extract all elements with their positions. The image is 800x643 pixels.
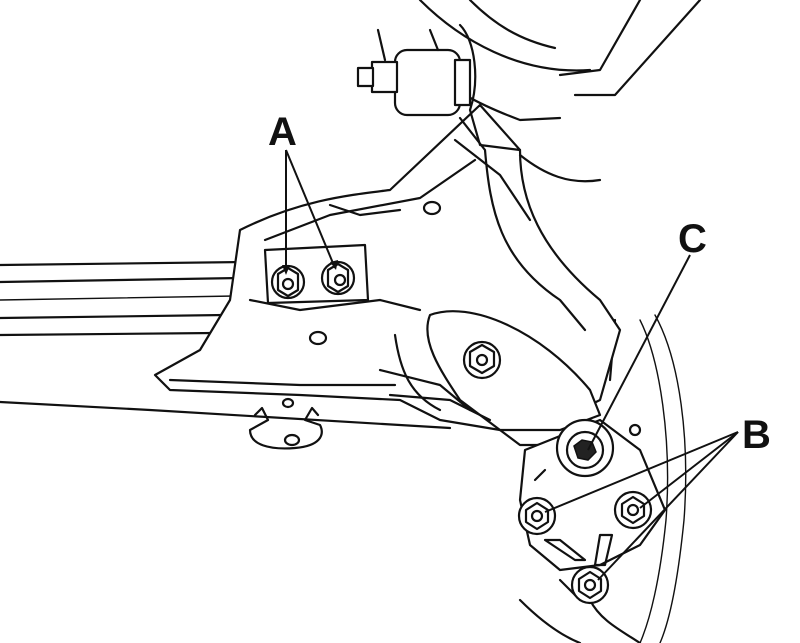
upper-bushing	[356, 23, 522, 152]
bolt-b-left	[517, 496, 557, 536]
callout-label-c: C	[678, 217, 707, 261]
bolts-b	[517, 490, 653, 605]
bolt-b-bottom	[570, 565, 610, 605]
bolt-c	[555, 418, 615, 478]
arm-mount	[378, 310, 602, 447]
side-frame-rails	[0, 260, 452, 430]
bolt-a-right	[320, 260, 356, 296]
lower-bracket	[518, 418, 667, 643]
callout-label-a: A	[268, 110, 297, 154]
bolt-b-right	[613, 490, 653, 530]
hook-bracket	[248, 397, 323, 450]
callout-leaders	[282, 149, 739, 581]
arm-nut	[462, 340, 502, 380]
bolt-a-left	[270, 264, 306, 300]
callout-label-b: B	[742, 413, 771, 457]
bolts-a	[270, 260, 356, 300]
